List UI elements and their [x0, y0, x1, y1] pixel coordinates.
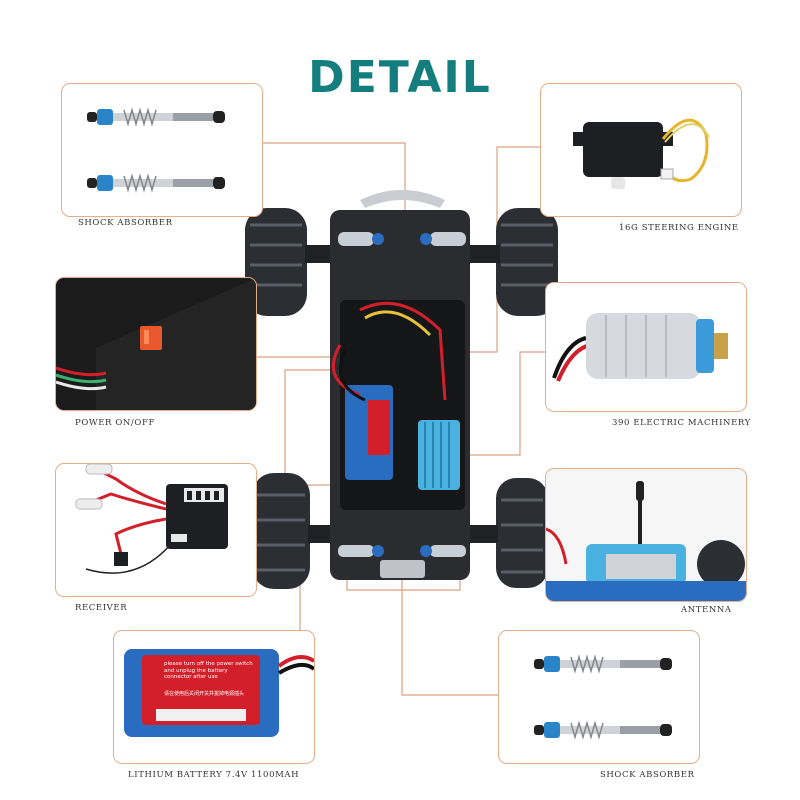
battery-warning-cn: 请在使用后关闭开关并拔掉电源插头 — [164, 691, 245, 697]
steering-engine-label: 16G STEERING ENGINE — [619, 223, 739, 233]
shock-absorber-top-panel — [61, 83, 263, 217]
power-label: POWER ON/OFF — [75, 418, 155, 428]
shock-absorber-bottom-label: SHOCK ABSORBER — [600, 770, 695, 780]
page-title: DETAIL — [308, 52, 492, 103]
battery-image — [124, 649, 314, 737]
steering-engine-panel — [540, 83, 742, 217]
antenna-panel — [545, 468, 747, 602]
receiver-label: RECEIVER — [75, 603, 128, 613]
power-switch-panel — [55, 277, 257, 411]
shock-absorber-top-label: SHOCK ABSORBER — [78, 218, 173, 228]
battery-warning-en: please turn off the power switch and unp… — [164, 661, 253, 680]
electric-machinery-panel — [545, 282, 747, 412]
shock-absorber-image — [534, 654, 672, 740]
steering-servo-image — [573, 118, 710, 189]
receiver-panel — [55, 463, 257, 597]
power-switch-image — [56, 278, 256, 410]
battery-label: LITHIUM BATTERY 7.4V 1100MAH — [128, 770, 300, 780]
antenna-image — [546, 469, 746, 601]
receiver-image — [75, 464, 228, 574]
electric-machinery-label: 390 ELECTRIC MACHINERY — [612, 418, 751, 428]
battery-panel: please turn off the power switch and unp… — [113, 630, 315, 764]
antenna-label: ANTENNA — [681, 605, 732, 615]
shock-absorber-bottom-panel — [498, 630, 700, 764]
motor-image — [552, 313, 728, 382]
shock-absorber-image — [87, 107, 225, 193]
